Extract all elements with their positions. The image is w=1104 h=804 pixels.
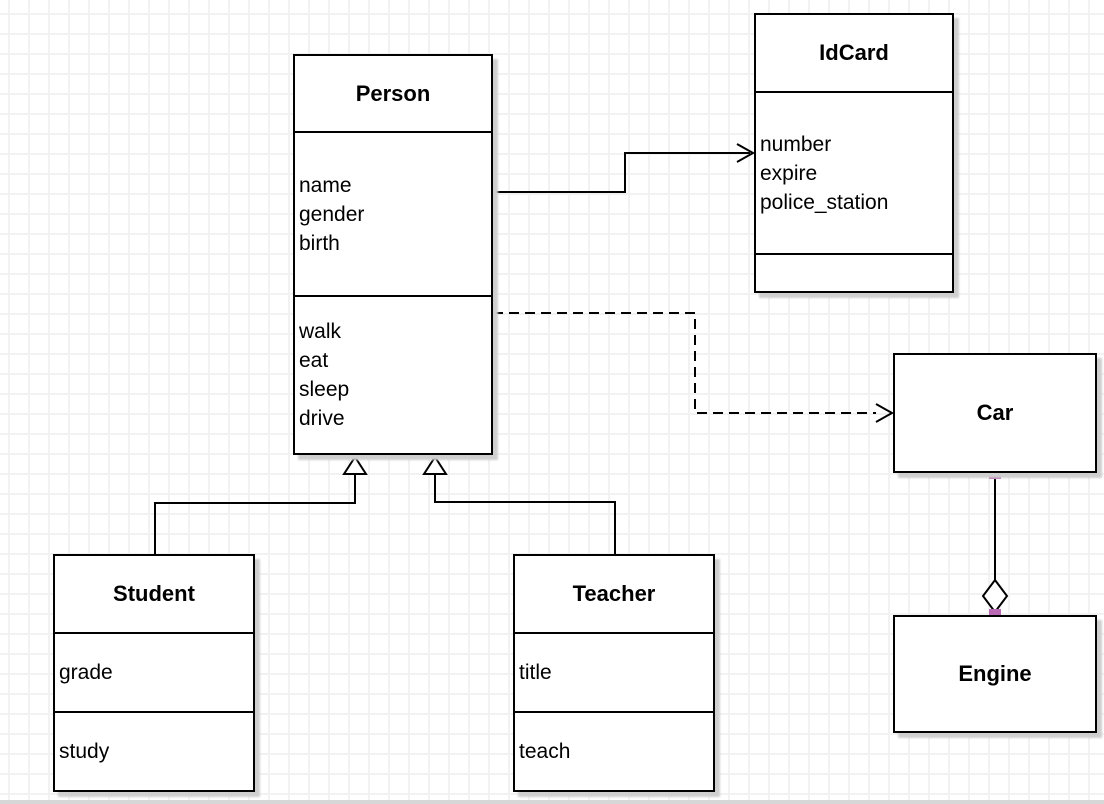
dependency-line[interactable] [493, 312, 876, 414]
methods-section: teach [515, 711, 713, 790]
method: eat [299, 349, 329, 372]
attribute: grade [59, 661, 113, 684]
method: drive [299, 407, 345, 430]
class-box-person[interactable]: Person name gender birth walk eat sleep … [293, 54, 493, 455]
generalization-line[interactable] [434, 474, 616, 554]
class-box-engine[interactable]: Engine [893, 615, 1097, 733]
class-box-teacher[interactable]: Teacher title teach [513, 554, 715, 792]
class-box-idcard[interactable]: IdCard number expire police_station [754, 13, 954, 293]
attribute: birth [299, 231, 340, 255]
attributes-section: name gender birth [295, 131, 491, 295]
method: sleep [299, 378, 350, 401]
generalization-line[interactable] [154, 474, 356, 554]
attributes-section: grade [55, 632, 253, 711]
class-title: Engine [958, 661, 1032, 686]
attributes-section: number expire police_station [756, 91, 952, 253]
class-title: Student [113, 581, 195, 606]
attributes-section: title [515, 632, 713, 711]
methods-section-empty [756, 253, 952, 291]
association-line[interactable] [493, 152, 750, 193]
methods-section: walk eat sleep drive [295, 295, 491, 453]
class-title: Teacher [572, 581, 656, 606]
attribute: expire [760, 161, 818, 185]
class-title: Car [976, 400, 1014, 425]
canvas-bottom-edge [0, 800, 1104, 804]
attribute: title [519, 661, 552, 684]
attribute: police_station [760, 190, 889, 214]
attribute: gender [299, 202, 365, 226]
class-box-car[interactable]: Car [893, 353, 1097, 473]
methods-section: study [55, 711, 253, 790]
method: study [59, 740, 110, 763]
method: walk [299, 320, 342, 343]
attribute: name [299, 173, 352, 197]
method: teach [519, 740, 571, 763]
edge-association-person-idcard[interactable] [493, 143, 756, 193]
class-title: IdCard [819, 40, 889, 65]
open-arrowhead-icon [736, 143, 756, 163]
open-arrowhead-icon [875, 403, 895, 423]
class-box-student[interactable]: Student grade study [53, 554, 255, 792]
edge-dependency-person-car[interactable] [493, 312, 895, 423]
class-title: Person [355, 80, 431, 106]
attribute: number [760, 132, 832, 156]
